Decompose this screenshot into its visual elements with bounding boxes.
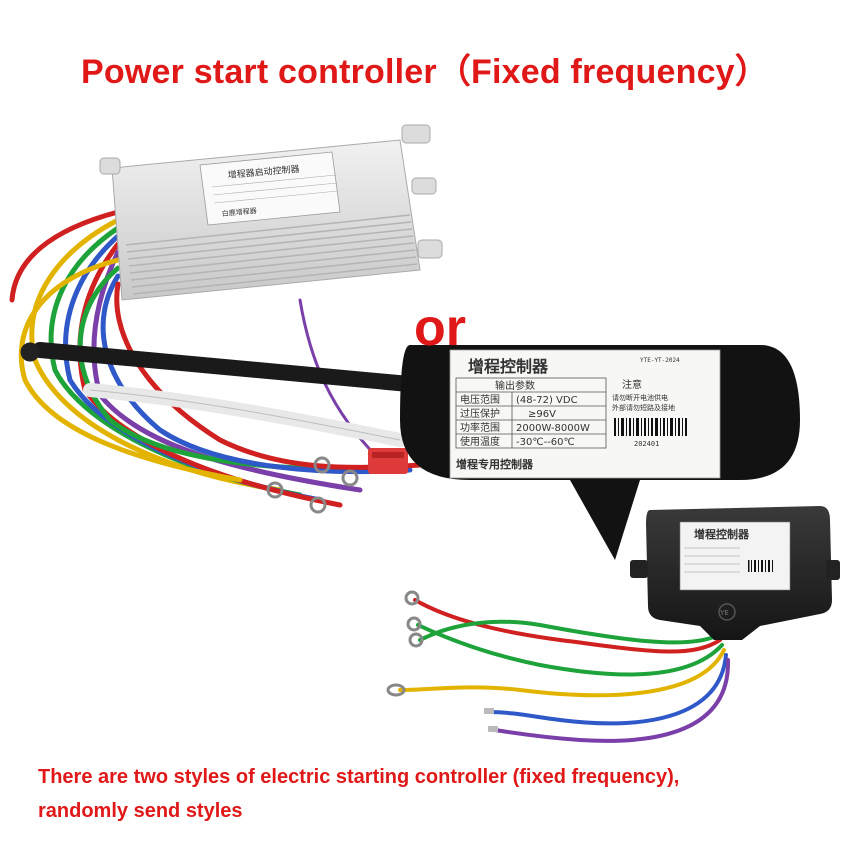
closeup-notice-line2: 外部请勿短路及接地	[612, 403, 675, 412]
closeup-section-title: 输出参数	[495, 379, 535, 392]
silver-controller: 增程器启动控制器 白鹿增程器	[99, 124, 443, 301]
or-label: or	[414, 299, 466, 357]
label-closeup-bubble: 增程控制器 YTE-YT-2024 输出参数 电压范围 (48-72) VDC …	[400, 345, 800, 560]
footer-caption: There are two styles of electric startin…	[38, 760, 679, 828]
black-ring-terminals	[386, 590, 498, 732]
closeup-barcode-number: 202401	[634, 440, 659, 448]
silver-label-brand: 白鹿增程器	[221, 206, 257, 218]
black-label-title: 增程控制器	[694, 527, 750, 541]
closeup-row2-name: 过压保护	[460, 407, 500, 420]
closeup-row4-name: 使用温度	[460, 435, 500, 448]
closeup-notice-line1: 请勿断开电池供电	[612, 393, 668, 402]
closeup-code: YTE-YT-2024	[640, 357, 680, 364]
closeup-footer-name: 增程专用控制器	[456, 457, 534, 471]
black-cable	[32, 342, 428, 393]
closeup-row1-name: 电压范围	[460, 393, 500, 406]
closeup-notice-title: 注意	[622, 378, 642, 391]
closeup-row2-value: ≥96V	[528, 409, 556, 420]
page-title: Power start controller（Fixed frequency）	[81, 53, 769, 91]
white-cable	[83, 383, 407, 447]
silver-ring-terminals	[20, 342, 359, 514]
closeup-row3-value: 2000W-8000W	[516, 423, 590, 434]
caption-line1: There are two styles of electric startin…	[38, 766, 680, 788]
closeup-row4-value: -30℃--60℃	[516, 437, 575, 448]
black-controller-wires	[398, 598, 731, 743]
closeup-row3-name: 功率范围	[460, 421, 500, 434]
barcode	[614, 418, 687, 436]
closeup-title: 增程控制器	[468, 357, 549, 376]
closeup-row1-value: (48-72) VDC	[516, 395, 578, 406]
caption-line2: randomly send styles	[38, 800, 243, 822]
black-controller-logo: YE	[719, 609, 729, 617]
black-controller: 增程控制器 YE	[630, 506, 840, 640]
red-connector	[368, 448, 408, 474]
